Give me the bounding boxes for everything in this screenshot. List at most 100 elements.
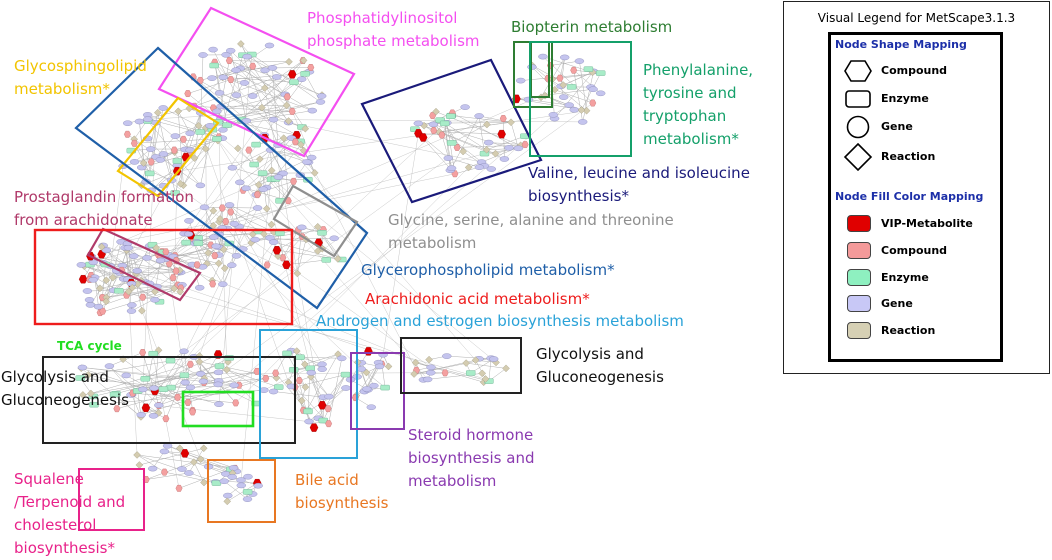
label-line: Gluconeogenesis <box>536 366 664 389</box>
compound-node <box>289 108 295 114</box>
vip-metabolite-node <box>142 404 150 412</box>
circle-icon <box>843 115 873 139</box>
legend-shape-gene: Gene <box>831 115 1001 139</box>
enzyme-node <box>596 71 605 76</box>
gene-node <box>232 93 241 98</box>
compound-node <box>185 90 191 96</box>
gene-node <box>215 90 224 95</box>
gene-node <box>229 465 238 470</box>
label-line: metabolism* <box>14 78 147 101</box>
gene-node <box>538 54 547 59</box>
label-tca-cycle: TCA cycle <box>57 339 122 353</box>
vip-metabolite-node <box>310 424 318 432</box>
label-line: Prostaglandin formation <box>14 186 194 209</box>
gene-node <box>137 412 146 417</box>
gene-node <box>324 394 333 399</box>
compound-node <box>173 268 179 274</box>
compound-node <box>522 141 528 147</box>
reaction-node <box>426 356 433 363</box>
label-glycerophospholipid: Glycerophospholipid metabolism* <box>361 259 615 282</box>
legend-inner-box: Node Shape Mapping Compound Enzyme Gene … <box>828 32 1003 362</box>
gene-node <box>86 302 95 307</box>
label-line: /Terpenoid and <box>14 491 125 514</box>
gene-node <box>143 117 152 122</box>
network-edge <box>200 55 203 132</box>
gene-node <box>138 387 147 392</box>
label-line: cholesterol <box>14 514 125 537</box>
compound-node <box>219 205 225 211</box>
label-androgen: Androgen and estrogen biosynthesis metab… <box>316 310 684 333</box>
gene-node <box>565 103 574 108</box>
compound-node <box>296 377 302 383</box>
label-line: Steroid hormone <box>408 424 534 447</box>
swatch-reaction <box>847 322 871 339</box>
gene-node <box>337 356 346 361</box>
gene-node <box>228 474 237 479</box>
enzyme-node <box>567 84 576 89</box>
reaction-node <box>200 445 207 452</box>
gene-node <box>212 244 221 249</box>
reaction-node <box>210 207 217 214</box>
compound-node <box>590 100 596 106</box>
enzyme-node <box>274 385 283 390</box>
legend-color-enzyme: Enzyme <box>831 266 1001 290</box>
network-edge <box>178 111 190 133</box>
reaction-node <box>175 108 182 115</box>
compound-node <box>272 370 278 376</box>
reaction-node <box>578 107 585 114</box>
legend-shape-enzyme: Enzyme <box>831 87 1001 111</box>
compound-node <box>223 218 229 224</box>
gene-node <box>318 362 327 367</box>
gene-node <box>560 55 569 60</box>
gene-node <box>130 159 139 164</box>
label-line: tyrosine and <box>643 82 753 105</box>
reaction-node <box>311 169 318 176</box>
gene-node <box>214 370 223 375</box>
reaction-node <box>479 370 486 377</box>
compound-node <box>233 400 239 406</box>
compound-node <box>171 147 177 153</box>
gene-node <box>362 386 371 391</box>
gene-node <box>268 65 277 70</box>
gene-node <box>274 175 283 180</box>
gene-node <box>209 47 218 52</box>
gene-node <box>423 377 432 382</box>
gene-node <box>200 205 209 210</box>
compound-node <box>163 249 169 255</box>
gene-node <box>218 127 227 132</box>
gene-node <box>427 365 436 370</box>
label-line: Arachidonic acid metabolism* <box>365 288 590 311</box>
gene-node <box>184 231 193 236</box>
compound-node <box>131 140 137 146</box>
network-edge <box>241 171 272 481</box>
gene-node <box>214 402 223 407</box>
gene-node <box>269 117 278 122</box>
gene-node <box>316 99 325 104</box>
gene-node <box>195 285 204 290</box>
gene-node <box>259 187 268 192</box>
enzyme-node <box>584 67 593 72</box>
vip-metabolite-node <box>273 246 281 254</box>
gene-node <box>244 474 253 479</box>
legend-color-label: VIP-Metabolite <box>881 217 973 230</box>
enzyme-node <box>145 171 154 176</box>
gene-node <box>305 419 314 424</box>
reaction-node <box>503 365 510 372</box>
gene-node <box>209 235 218 240</box>
enzyme-node <box>149 351 158 356</box>
gene-node <box>302 159 311 164</box>
gene-node <box>159 151 168 156</box>
enzyme-node <box>304 409 313 414</box>
gene-node <box>230 383 239 388</box>
reaction-node <box>134 451 141 458</box>
vip-metabolite-node <box>419 133 427 141</box>
visual-legend: Visual Legend for MetScape3.1.3 Node Sha… <box>783 1 1050 374</box>
enzyme-node <box>250 162 259 167</box>
compound-node <box>194 262 200 268</box>
gene-node <box>269 240 278 245</box>
gene-node <box>85 297 94 302</box>
label-line: phosphate metabolism <box>307 30 480 53</box>
label-line: Glycosphingolipid <box>14 55 147 78</box>
